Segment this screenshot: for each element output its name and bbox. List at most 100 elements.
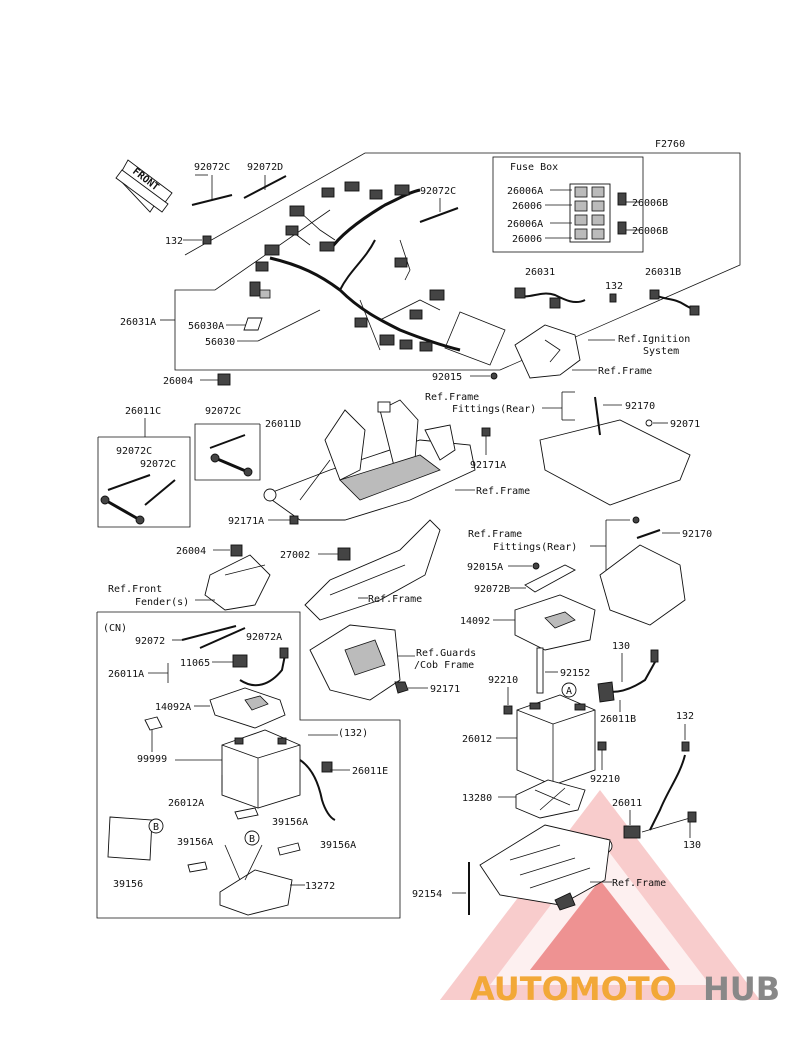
label-92152: 92152 <box>560 668 590 679</box>
rear-fitting-plate-icon <box>539 419 691 506</box>
label-92015A: 92015A <box>467 562 503 573</box>
nut-92171-icon <box>394 681 409 694</box>
label-26006B-2: 26006B <box>632 226 668 237</box>
ref-frame-2: Ref.Frame <box>476 486 530 497</box>
label-26012A: 26012A <box>168 798 204 809</box>
label-26006A-1: 26006A <box>507 186 543 197</box>
bolt-132-icon <box>202 235 212 245</box>
watermark-auto: AUTOMOTO <box>470 970 677 1008</box>
sensor-27002-icon <box>337 547 351 561</box>
ref-frame-fittings-1a: Ref.Frame <box>425 392 479 403</box>
ref-front-fender-2: Fender(s) <box>135 597 189 608</box>
label-26011E: 26011E <box>352 766 388 777</box>
label-plate-99999-icon <box>144 716 163 731</box>
label-26012: 26012 <box>462 734 492 745</box>
label-26006-2: 26006 <box>512 234 542 245</box>
pad-13280-icon <box>515 779 586 819</box>
fuse-box-title: Fuse Box <box>510 162 558 173</box>
caution-label-39156-icon <box>107 816 153 861</box>
harness-group-outline <box>174 152 741 371</box>
battery-cover-14092A-icon <box>209 687 286 729</box>
label-26011B: 26011B <box>600 714 636 725</box>
label-26011D: 26011D <box>265 419 301 430</box>
label-92072C-b3: 92072C <box>140 459 176 470</box>
ref-frame-fittings-1b: Fittings(Rear) <box>452 404 536 415</box>
label-39156A-2: 39156A <box>177 837 213 848</box>
cable-26011-icon <box>649 754 686 831</box>
ref-guards-2: /Cob Frame <box>414 660 474 671</box>
vehicle-frame-icon <box>263 399 476 521</box>
relay-26004-mid-icon <box>230 544 243 557</box>
fuse-box-frame <box>492 156 644 253</box>
frame-bracket-icon <box>514 324 581 379</box>
strap-39156A-2-icon <box>187 861 208 873</box>
cn-label: (CN) <box>103 623 127 634</box>
label-92072B: 92072B <box>474 584 510 595</box>
label-26031A: 26031A <box>120 317 156 328</box>
callout-B-1: B <box>153 822 159 833</box>
cable-26011E-icon <box>299 759 336 821</box>
ref-guards-1: Ref.Guards <box>416 648 476 659</box>
label-26011C: 26011C <box>125 406 161 417</box>
label-132-left: 132 <box>165 236 183 247</box>
label-56030: 56030 <box>205 337 235 348</box>
label-26011A: 26011A <box>108 669 144 680</box>
sub-harness-26031-icon <box>514 292 586 304</box>
relay-26004-icon <box>217 373 231 386</box>
label-92072A: 92072A <box>246 632 282 643</box>
label-92171A-top: 92171A <box>470 460 506 471</box>
callout-A-1: A <box>566 686 572 697</box>
label-26011: 26011 <box>612 798 642 809</box>
cable-26011A-icon <box>239 654 286 687</box>
rod-92152-icon <box>536 647 544 694</box>
main-wiring-harness-icon <box>249 181 461 352</box>
strap-39156A-1-icon <box>234 807 259 820</box>
label-14092A: 14092A <box>155 702 191 713</box>
ref-frame-4: Ref.Frame <box>612 878 666 889</box>
clamp-56030A-icon <box>243 317 263 331</box>
watermark-hub: HUB <box>703 970 780 1008</box>
ref-frame-fittings-2a: Ref.Frame <box>468 529 522 540</box>
label-26006A-2: 26006A <box>507 219 543 230</box>
cap-11065-icon <box>232 654 248 668</box>
cn-region-outline <box>96 611 401 919</box>
ref-ignition-line2: System <box>643 346 679 357</box>
label-13280: 13280 <box>462 793 492 804</box>
label-132-mid: 132 <box>605 281 623 292</box>
label-130-top: 130 <box>612 641 630 652</box>
label-39156A-1: 39156A <box>272 817 308 828</box>
label-92072C-top: 92072C <box>194 162 230 173</box>
watermark-triangle-icon <box>440 790 760 1000</box>
label-99999: 99999 <box>137 754 167 765</box>
battery-26012-icon <box>516 694 596 786</box>
label-92071: 92071 <box>670 419 700 430</box>
label-26004-top: 26004 <box>163 376 193 387</box>
label-14092: 14092 <box>460 616 490 627</box>
ref-frame-1: Ref.Frame <box>598 366 652 377</box>
label-132-right: 132 <box>676 711 694 722</box>
callout-B-2: B <box>249 834 255 845</box>
label-56030A: 56030A <box>188 321 224 332</box>
label-26031: 26031 <box>525 267 555 278</box>
label-39156: 39156 <box>113 879 143 890</box>
frame-rail-icon <box>304 519 441 621</box>
ref-frame-3: Ref.Frame <box>368 594 422 605</box>
label-26004-mid: 26004 <box>176 546 206 557</box>
label-92072C-right: 92072C <box>420 186 456 197</box>
label-92170-top: 92170 <box>625 401 655 412</box>
label-92154: 92154 <box>412 889 442 900</box>
fuse-block-icon <box>569 183 627 243</box>
label-130-bot: 130 <box>683 840 701 851</box>
label-39156A-3: 39156A <box>320 840 356 851</box>
battery-26012A-icon <box>221 729 301 809</box>
label-92171A-bot: 92171A <box>228 516 264 527</box>
front-arrow-icon: FRONT <box>115 159 173 213</box>
label-92072: 92072 <box>135 636 165 647</box>
label-26031B: 26031B <box>645 267 681 278</box>
label-92170-bot: 92170 <box>682 529 712 540</box>
label-92171: 92171 <box>430 684 460 695</box>
figure-code: F2760 <box>655 139 685 150</box>
battery-tray-13272-icon <box>219 869 293 916</box>
tie-92072B-icon <box>524 564 576 593</box>
